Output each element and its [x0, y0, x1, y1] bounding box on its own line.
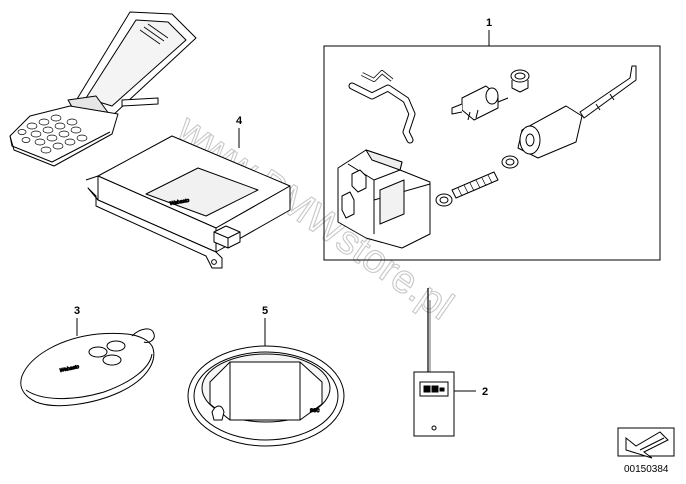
heater-kit-frame — [323, 45, 661, 261]
callout-4-label: 4 — [236, 115, 243, 127]
remote-fob-brand: Webasto — [59, 364, 80, 374]
callout-4: 4 — [236, 115, 243, 148]
heater-kit-icon — [337, 65, 637, 249]
document-number: 00150384 — [624, 464, 669, 475]
callout-2-label: 2 — [482, 386, 488, 398]
callout-2: 2 — [454, 386, 488, 398]
callout-3-label: 3 — [74, 305, 80, 317]
callout-1-label: 1 — [486, 17, 492, 29]
control-unit-brand: Webasto — [169, 198, 190, 207]
control-unit-icon: Webasto — [85, 135, 291, 269]
callout-1: 1 — [486, 17, 492, 46]
remote-fob-icon: Webasto — [20, 328, 155, 407]
antenna-transmitter-icon — [413, 288, 455, 437]
callout-3: 3 — [74, 305, 80, 336]
callout-5-label: 5 — [262, 305, 268, 317]
mobile-phone-icon — [9, 11, 197, 167]
dome-sensor-icon: sec — [187, 345, 345, 447]
dome-sensor-text: sec — [310, 408, 319, 414]
arrow-icon — [617, 427, 675, 459]
callout-5: 5 — [262, 305, 268, 348]
